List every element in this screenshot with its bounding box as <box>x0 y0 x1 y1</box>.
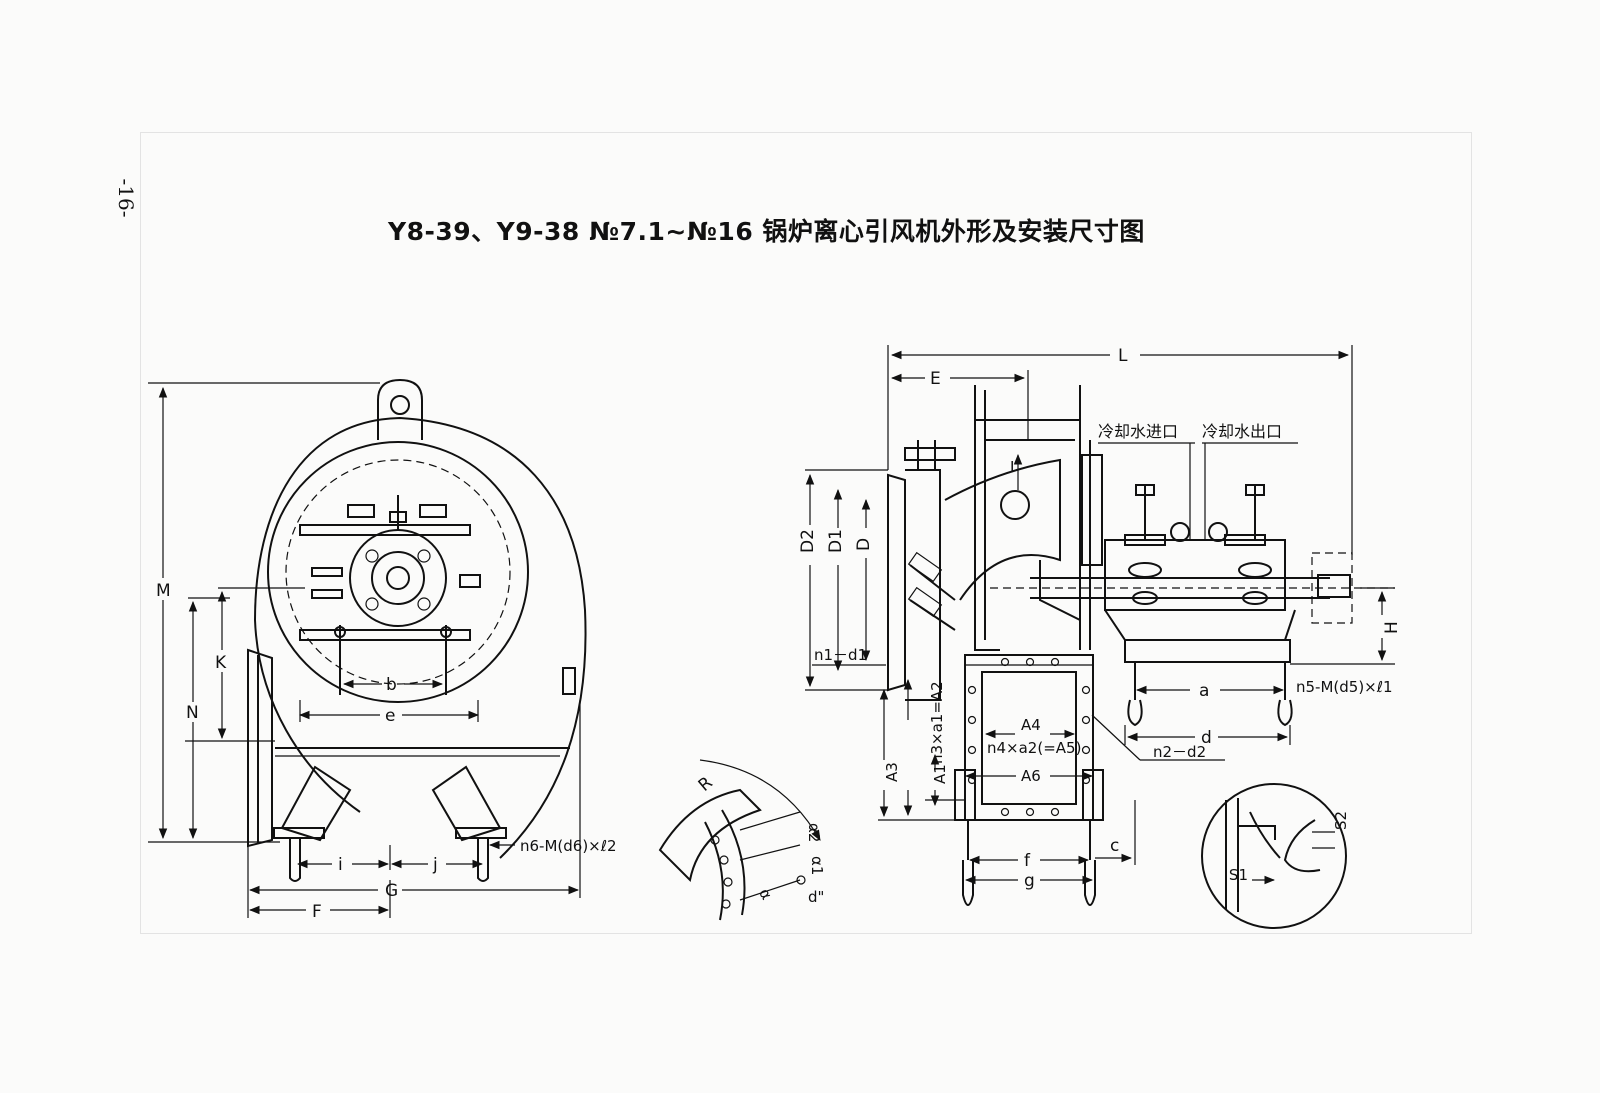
dim-e: e <box>385 706 395 726</box>
dim-S2: S2 <box>1332 811 1350 830</box>
label-cooling-water-outlet: 冷却水出口 <box>1202 422 1282 441</box>
dim-c: c <box>1110 836 1119 856</box>
dim-M: M <box>156 581 171 601</box>
dim-D: D <box>854 538 874 551</box>
dim-b: b <box>386 675 397 695</box>
dim-N: N <box>186 703 199 723</box>
dim-d-dprime: d" <box>808 888 824 906</box>
dim-g: g <box>1024 871 1035 891</box>
dim-n3-a1: n3×a1=A2 <box>928 681 946 764</box>
dim-L: L <box>1118 346 1128 366</box>
casing-outline <box>253 416 587 859</box>
dim-I: I <box>1010 458 1014 476</box>
dim-S1: S1 <box>1229 866 1248 884</box>
dim-f: f <box>1024 851 1031 871</box>
callout-n5: n5-M(d5)×ℓ1 <box>1296 678 1392 696</box>
drawing-title: Y8-39、Y9-38 №7.1~№16 锅炉离心引风机外形及安装尺寸图 <box>388 217 1145 246</box>
dim-D2: D2 <box>798 529 818 553</box>
dim-G: G <box>385 881 398 901</box>
dim-d: d <box>1201 728 1212 748</box>
bleed-through-table-frame <box>140 132 1472 934</box>
dim-A6: A6 <box>1021 767 1041 785</box>
front-view-dimensions: M K N b e i <box>148 382 616 922</box>
dim-D1: D1 <box>826 529 846 553</box>
dim-alpha: α <box>755 885 776 903</box>
dim-E: E <box>930 369 941 389</box>
callout-n2-d2: n2－d2 <box>1153 743 1206 761</box>
seal-clearance-detail: S2 S1 <box>1201 783 1350 929</box>
dim-A1: A1 <box>931 764 949 784</box>
impeller-disc <box>267 441 529 703</box>
label-cooling-water-inlet: 冷却水进口 <box>1098 422 1178 441</box>
dim-alpha1: α1 <box>808 856 826 875</box>
dim-H: H <box>1382 621 1402 634</box>
dim-A4: A4 <box>1021 716 1041 734</box>
flange-sector-detail: R α2 α1 α d" <box>658 759 826 921</box>
dim-i: i <box>338 855 343 875</box>
callout-n6: n6-M(d6)×ℓ2 <box>520 837 616 855</box>
dim-F: F <box>312 902 322 922</box>
fan-side-view <box>887 385 1395 906</box>
callout-n1-d1: n1－d1 <box>814 646 867 664</box>
side-view-dimensions: L E D2 D1 D I 冷却水进口 冷却水出口 <box>798 345 1402 891</box>
dim-R: R <box>695 773 717 796</box>
dim-K: K <box>215 653 227 673</box>
dim-n4-a2: n4×a2(=A5) <box>987 739 1081 757</box>
dim-j: j <box>432 855 438 875</box>
fan-front-view <box>247 378 587 882</box>
dim-alpha2: α2 <box>805 823 823 842</box>
dim-A3: A3 <box>883 762 901 782</box>
dim-a: a <box>1199 681 1209 701</box>
